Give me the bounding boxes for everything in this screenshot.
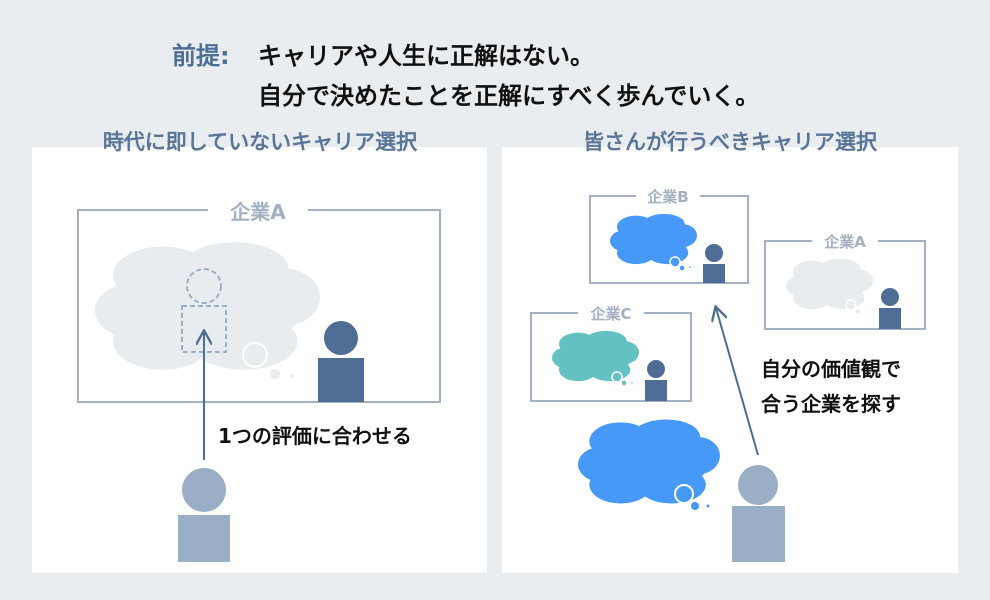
- self-person-icon: [732, 465, 785, 562]
- premise-label: 前提:: [172, 42, 230, 70]
- cloud-a-icon: [786, 258, 873, 310]
- company-c-label: 企業C: [589, 305, 631, 323]
- company-a-box: [77, 198, 441, 403]
- company-b-label: 企業B: [646, 188, 688, 206]
- right-note-line-2: 合う企業を探す: [761, 392, 901, 416]
- premise-line-2: 自分で決めたことを正解にすべく歩んでいく。: [258, 82, 760, 110]
- thought-bubbles: [242, 342, 296, 381]
- person-a-icon: [879, 288, 901, 329]
- premise-line-1: キャリアや人生に正解はない。: [258, 42, 594, 70]
- company-a-label: 企業A: [229, 200, 286, 224]
- self-person-icon: [178, 468, 230, 562]
- left-panel-title: 時代に即していないキャリア選択: [102, 130, 418, 154]
- self-cloud-icon: [578, 419, 720, 504]
- arrow-icon: [716, 308, 759, 456]
- cloud-c-icon: [552, 330, 639, 382]
- right-panel-title: 皆さんが行うべきキャリア選択: [583, 130, 877, 154]
- person-b-icon: [703, 244, 725, 283]
- left-note: 1つの評価に合わせる: [218, 424, 412, 448]
- company-a2-label: 企業A: [823, 233, 866, 251]
- cloud-b-icon: [610, 213, 697, 265]
- person-c-icon: [645, 360, 667, 401]
- right-note-line-1: 自分の価値観で: [761, 357, 901, 381]
- person-icon: [318, 321, 364, 402]
